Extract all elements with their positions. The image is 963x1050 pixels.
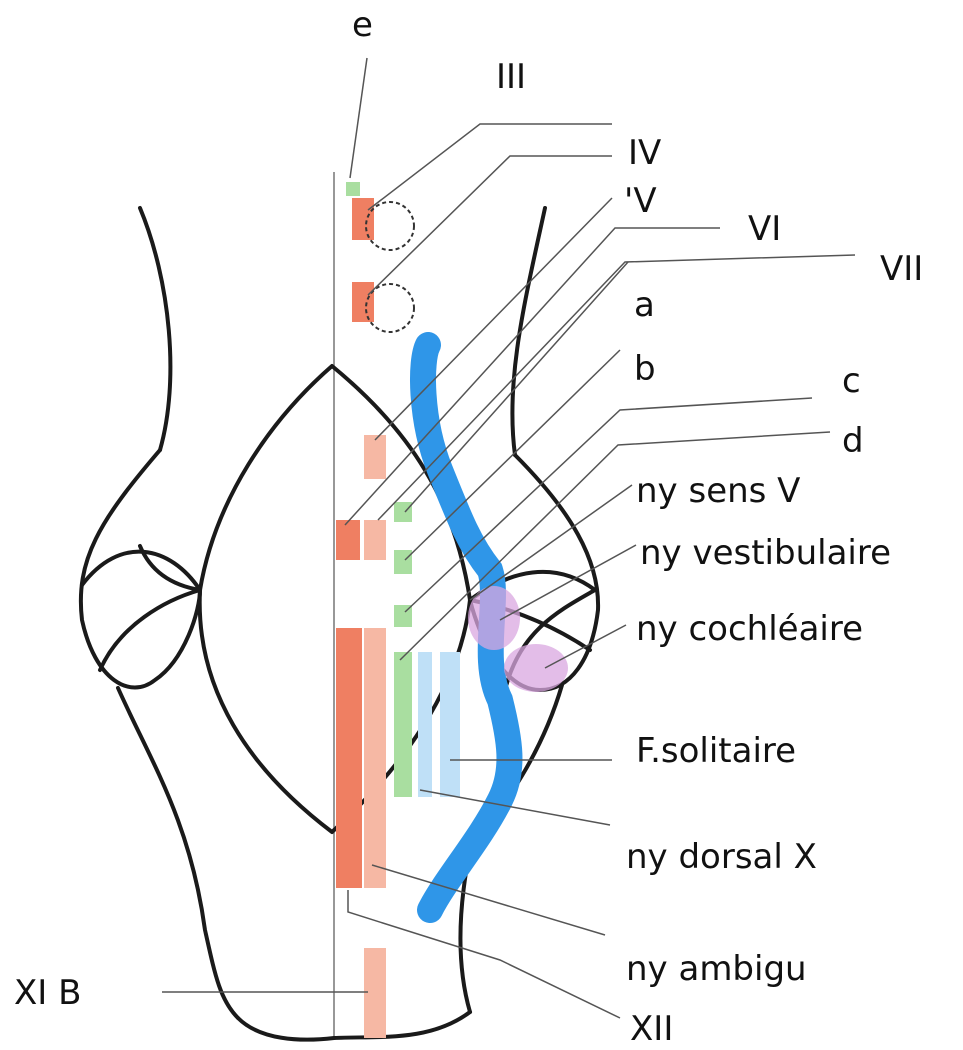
- leader-iv: [368, 156, 612, 295]
- label-iii: III: [496, 57, 526, 97]
- nucleus-vi: [336, 520, 360, 560]
- label-vii: VII: [880, 249, 923, 289]
- nucleus-vii: [364, 520, 386, 560]
- label-iv: IV: [628, 133, 661, 173]
- label-c: c: [842, 361, 861, 401]
- leader-ny-sens-v: [470, 485, 632, 600]
- label-ny-vestibulaire: ny vestibulaire: [640, 533, 891, 573]
- leader-a: [405, 262, 628, 512]
- nucleus-iv: [352, 282, 374, 322]
- label-ny-ambigu: ny ambigu: [626, 949, 807, 989]
- label-xi-b: XI B: [14, 973, 81, 1013]
- nucleus-iii: [352, 198, 374, 240]
- left-upper-contour: [140, 208, 170, 450]
- ny-cochleaire-area: [504, 644, 568, 692]
- label-xii: XII: [630, 1009, 673, 1049]
- leader-ny-vestibulaire: [500, 545, 636, 620]
- leader-xii: [348, 890, 620, 1018]
- nuclei: [336, 182, 568, 1038]
- label-ny-sens-v: ny sens V: [636, 471, 800, 511]
- label-a: a: [634, 285, 655, 325]
- leader-e: [350, 58, 367, 178]
- ny-dorsal-x: [394, 652, 412, 797]
- xi-b-nucleus: [364, 948, 386, 1038]
- right-upper-contour: [512, 208, 545, 455]
- label-ny-dorsal-x: ny dorsal X: [626, 837, 817, 877]
- label-v: 'V: [624, 181, 657, 221]
- bottom-contour: [238, 1012, 470, 1040]
- nucleus-xii: [364, 628, 386, 888]
- leader-iii: [368, 124, 612, 210]
- nucleus-e: [346, 182, 360, 196]
- f-solitaire-2: [440, 652, 460, 797]
- nucleus-a: [394, 502, 412, 522]
- f-solitaire-1: [418, 652, 432, 797]
- label-e: e: [352, 5, 373, 45]
- label-b: b: [634, 349, 656, 389]
- nucleus-v-motor: [364, 435, 386, 479]
- ny-ambigu: [336, 628, 362, 888]
- label-f-solitaire: F.solitaire: [636, 731, 796, 771]
- label-ny-cochleaire: ny cochléaire: [636, 609, 863, 649]
- label-vi: VI: [748, 209, 781, 249]
- left-lower-contour: [118, 688, 238, 1018]
- label-d: d: [842, 421, 864, 461]
- nucleus-b: [394, 550, 412, 574]
- leader-ny-ambigu: [372, 865, 605, 935]
